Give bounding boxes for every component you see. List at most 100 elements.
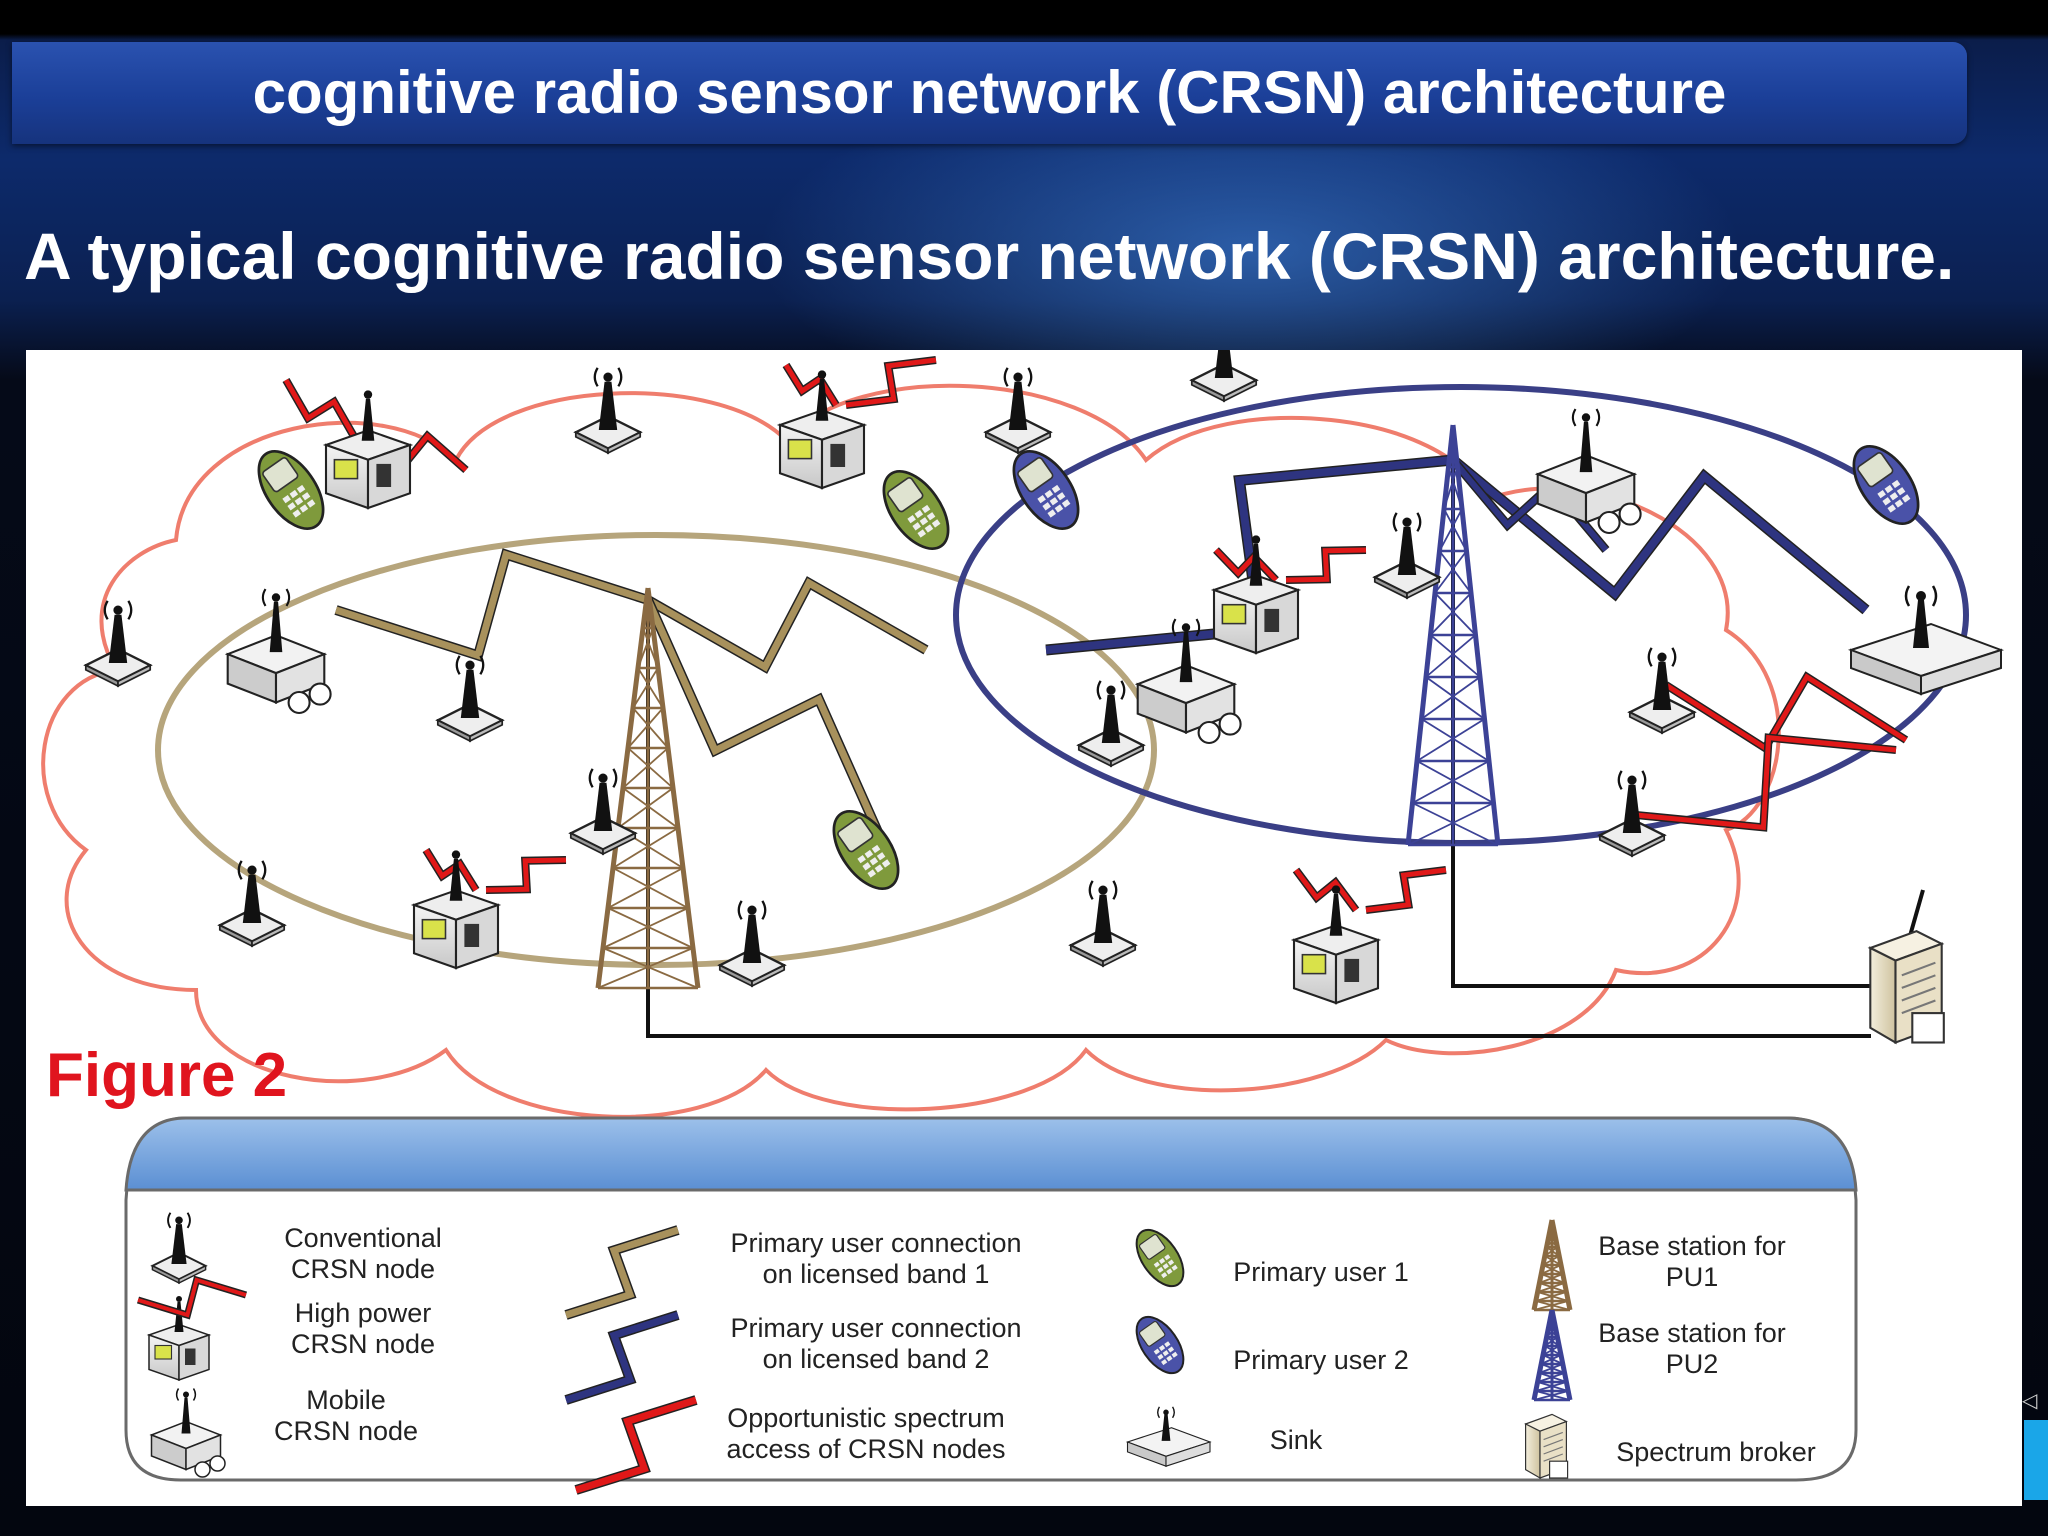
legend-header (124, 1116, 1858, 1192)
legend-label-line: Opportunistic spectrum (727, 1403, 1005, 1433)
sink-icon (1125, 1406, 1212, 1467)
opportunistic-access-icon (574, 1396, 698, 1494)
legend-label-line: Conventional (284, 1223, 442, 1253)
legend-label-line: Primary user 1 (1233, 1256, 1409, 1287)
pu2-base-station-icon (1531, 1309, 1573, 1402)
pu1-coverage-ellipse (155, 532, 1157, 968)
band1-link (334, 550, 650, 660)
pu1-base-station-icon (595, 587, 701, 990)
opportunistic-link (1365, 867, 1447, 913)
primary-user-1-icon (1135, 1228, 1185, 1288)
band1-link (644, 598, 890, 852)
slide-title: cognitive radio sensor network (CRSN) ar… (252, 59, 1727, 126)
pu2-base-station-icon (1405, 424, 1501, 847)
primary-user-2-icon (1852, 445, 1920, 525)
conventional-crsn-node-icon (1597, 770, 1667, 858)
legend-label-line: CRSN node (290, 1254, 436, 1284)
opportunistic-link (1635, 734, 1897, 831)
opportunistic-link (1214, 548, 1278, 582)
legend-label-line: Base station for (1598, 1318, 1786, 1348)
conventional-crsn-node-icon (983, 367, 1053, 455)
conventional-crsn-node-icon (150, 1212, 208, 1285)
conventional-crsn-node-icon (1189, 350, 1259, 403)
legend-label-line: PU1 (1665, 1262, 1719, 1292)
opportunistic-link (485, 857, 567, 893)
pu1-base-station-icon (1531, 1219, 1573, 1312)
legend-label-line: Sink (1269, 1424, 1323, 1455)
opportunistic-link (845, 357, 937, 408)
figure-label: Figure 2 (46, 1041, 288, 1110)
spectrum-broker-icon (1867, 930, 1945, 1045)
mobile-crsn-node-icon (149, 1388, 226, 1478)
high-power-crsn-node-icon (322, 390, 414, 510)
conventional-crsn-node-icon (1076, 680, 1146, 768)
slide-subtitle: A typical cognitive radio sensor network… (24, 219, 1955, 293)
title-bar (12, 42, 1967, 144)
legend-label-line: access of CRSN nodes (726, 1434, 1006, 1464)
mobile-crsn-node-icon (1134, 618, 1242, 745)
high-power-crsn-node-icon (410, 850, 502, 970)
legend-label-primary-user-2: Primary user 2 (1171, 1345, 1471, 1376)
band1-link (646, 578, 928, 672)
high-power-crsn-node-icon (146, 1296, 212, 1382)
high-power-crsn-node-icon (1210, 535, 1302, 655)
band1-connection-icon (564, 1226, 680, 1319)
primary-user-1-icon (882, 470, 950, 550)
conventional-crsn-node-icon (1068, 880, 1138, 968)
legend-label-line: Primary user 2 (1233, 1344, 1409, 1375)
opportunistic-link (1293, 868, 1359, 912)
conventional-crsn-node-icon (717, 900, 787, 988)
legend-label-spectrum-broker: Spectrum broker (1566, 1437, 1866, 1468)
corner-tab (2024, 1420, 2048, 1500)
mobile-crsn-node-icon (224, 588, 332, 715)
legend-label-line: CRSN node (273, 1416, 419, 1446)
legend-label-line: Primary user connection (730, 1313, 1022, 1343)
opportunistic-link (1664, 673, 1908, 752)
nav-arrow-icon[interactable]: ◁ (2022, 1390, 2038, 1412)
opportunistic-link (1285, 547, 1367, 583)
legend-label-line: Primary user connection (730, 1228, 1022, 1258)
mobile-crsn-node-icon (1534, 408, 1642, 535)
primary-user-2-icon (1135, 1315, 1185, 1375)
legend-panel (124, 1116, 1858, 1495)
legend-label-line: Base station for (1598, 1231, 1786, 1261)
primary-user-1-icon (257, 450, 325, 530)
high-power-crsn-node-icon (1290, 885, 1382, 1005)
conventional-crsn-node-icon (217, 860, 287, 948)
opportunistic-link (423, 848, 479, 892)
legend-label-line: on licensed band 2 (762, 1344, 990, 1374)
legend-label-sink: Sink (1146, 1425, 1446, 1456)
band2-link (1045, 456, 1454, 654)
sink-icon (1847, 585, 2005, 696)
conventional-crsn-node-icon (573, 367, 643, 455)
pu2-coverage-ellipse (953, 384, 1969, 846)
conventional-crsn-node-icon (568, 768, 638, 856)
conventional-crsn-node-icon (1627, 647, 1697, 735)
legend-label-line: Spectrum broker (1616, 1436, 1816, 1467)
conventional-crsn-node-icon (435, 655, 505, 743)
legend-label-line: High power (294, 1298, 432, 1328)
primary-user-1-icon (832, 810, 900, 890)
opportunistic-link (783, 363, 839, 407)
conventional-crsn-node-icon (83, 600, 153, 688)
crsn-coverage-cloud (41, 383, 1781, 1119)
legend-label-primary-user-1: Primary user 1 (1171, 1257, 1471, 1288)
spectrum-broker-icon (1524, 1413, 1569, 1480)
high-power-crsn-node-icon (776, 370, 868, 490)
opportunistic-link (283, 378, 359, 442)
opportunistic-link (137, 1277, 247, 1318)
primary-user-2-icon (1012, 450, 1080, 530)
legend-label-line: CRSN node (290, 1329, 436, 1359)
legend-label-line: on licensed band 1 (762, 1259, 990, 1289)
network-scene (41, 350, 2005, 1119)
conventional-crsn-node-icon (1372, 512, 1442, 600)
